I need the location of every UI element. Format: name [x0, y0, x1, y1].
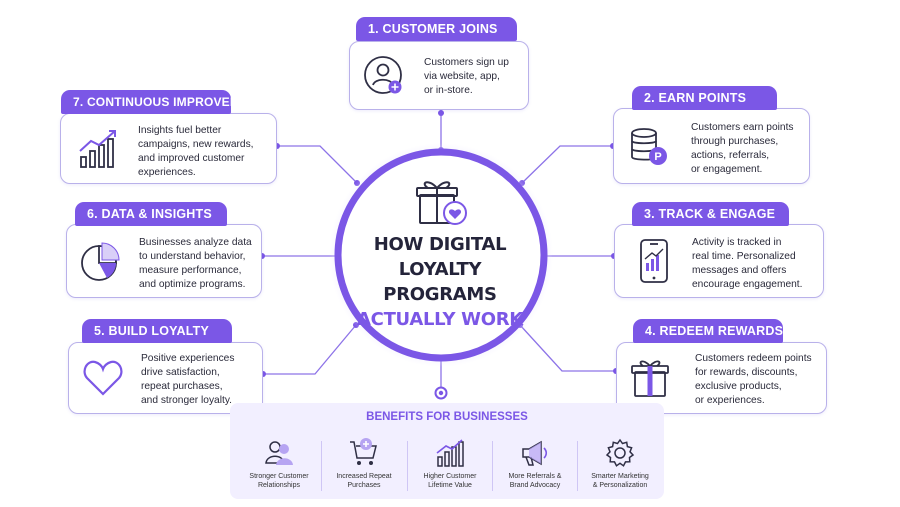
step-card-data-insights: Businesses analyze data to understand be…	[66, 224, 262, 298]
heart-icon	[83, 360, 123, 396]
benefit-divider	[577, 441, 578, 491]
step-text: Customers earn points through purchases,…	[691, 122, 794, 175]
connector-step-4	[519, 324, 616, 372]
mobile-chart-icon	[640, 239, 668, 283]
step-label-data-insights: 6. DATA & INSIGHTS	[75, 202, 227, 226]
step-text: Insights fuel better campaigns, new rewa…	[138, 125, 254, 178]
cart-add-icon	[350, 438, 377, 465]
title-line-1: HOW DIGITAL	[373, 234, 507, 255]
benefit-item: Stronger Customer Relationships	[237, 433, 321, 497]
connector-step-7	[277, 145, 358, 184]
step-card-customer-joins: Customers sign up via website, app, or i…	[349, 41, 529, 110]
step-card-track-engage: Activity is tracked in real time. Person…	[614, 224, 824, 298]
step-card-earn-points: P Customers earn points through purchase…	[613, 108, 810, 184]
bar-growth-icon	[436, 439, 464, 467]
user-add-icon	[364, 55, 402, 94]
gear-icon	[605, 438, 635, 467]
step-text: Customers sign up via website, app, or i…	[424, 57, 509, 96]
connector-dot	[438, 110, 444, 116]
step-text: Businesses analyze data to understand be…	[139, 237, 252, 290]
benefits-title: BENEFITS FOR BUSINESSES	[366, 411, 528, 423]
gift-icon	[631, 360, 669, 397]
step-label-track-engage: 3. TRACK & ENGAGE	[632, 202, 789, 226]
benefit-divider	[407, 441, 408, 491]
step-label-redeem-rewards: 4. REDEEM REWARDS	[633, 319, 783, 343]
step-text: Activity is tracked in real time. Person…	[692, 237, 803, 290]
benefit-item: More Referrals & Brand Advocacy	[493, 433, 577, 497]
benefits-panel: BENEFITS FOR BUSINESSES Stronger Custome…	[230, 403, 664, 499]
connector-step-5	[263, 324, 357, 375]
benefit-divider	[321, 441, 322, 491]
step-card-redeem-rewards: Customers redeem points for rewards, dis…	[616, 342, 827, 414]
benefit-item: Higher Customer Lifetime Value	[408, 433, 492, 497]
step-label-customer-joins: 1. CUSTOMER JOINS	[356, 17, 517, 41]
title-line-2: LOYALTY PROGRAMS	[383, 259, 497, 305]
step-text: Positive experiences drive satisfaction,…	[141, 353, 235, 406]
pie-chart-icon	[81, 242, 120, 281]
benefit-divider	[492, 441, 493, 491]
connector-step-2	[521, 145, 613, 184]
diagram-title: HOW DIGITAL LOYALTY PROGRAMS ACTUALLY WO…	[340, 232, 540, 332]
center-circle	[334, 148, 548, 362]
step-label-continuous-improvement: 7. CONTINUOUS IMPROVEMENT	[61, 90, 264, 114]
benefit-item: Smarter Marketing & Personalization	[578, 433, 662, 497]
step-card-continuous-improvement: Insights fuel better campaigns, new rewa…	[60, 113, 277, 184]
growth-chart-icon	[79, 129, 116, 168]
megaphone-icon	[522, 440, 548, 466]
svg-text:P: P	[654, 151, 661, 163]
coins-icon: P	[631, 128, 667, 165]
step-label-earn-points: 2. EARN POINTS	[632, 86, 777, 110]
benefit-item: Increased Repeat Purchases	[322, 433, 406, 497]
gift-heart-icon	[416, 181, 467, 225]
title-line-3: ACTUALLY WORK	[357, 309, 523, 330]
step-text: Customers redeem points for rewards, dis…	[695, 353, 812, 406]
people-icon	[265, 441, 293, 465]
step-label-build-loyalty: 5. BUILD LOYALTY	[82, 319, 232, 343]
